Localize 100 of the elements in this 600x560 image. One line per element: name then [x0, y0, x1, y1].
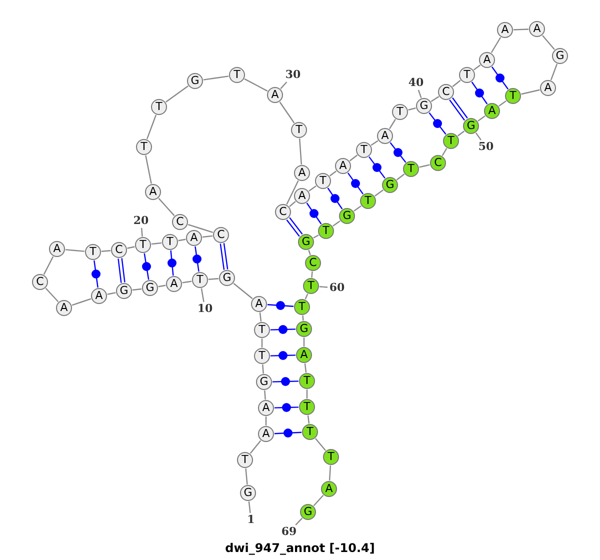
- backbone-line: [304, 363, 307, 373]
- base-pair-line: [272, 380, 299, 382]
- backbone-line: [188, 224, 214, 233]
- backbone-line: [498, 100, 506, 107]
- base-pair-line: [347, 172, 364, 194]
- nucleotide-circle: T: [505, 88, 521, 104]
- backbone-line: [286, 180, 299, 205]
- base-pair-line: [286, 217, 303, 237]
- backbone-line: [457, 130, 465, 136]
- backbone-line: [158, 284, 166, 288]
- nucleotide-circle: T: [356, 142, 372, 158]
- nucleotide-circle: G: [416, 98, 432, 114]
- backbone-line: [304, 294, 308, 300]
- nucleotide-circle: A: [497, 22, 513, 38]
- nucleotide-circle: A: [258, 400, 274, 416]
- nucleotide-circle: G: [142, 280, 158, 296]
- backbone-line: [521, 89, 540, 95]
- nucleotide-circle: C: [213, 227, 229, 243]
- caption: dwi_947_annot [-10.4]: [225, 541, 375, 555]
- nucleotide-circle: G: [219, 270, 235, 286]
- nucleotide-circle: C: [32, 274, 48, 290]
- nucleotide-circle: T: [294, 299, 310, 315]
- base-pair-line: [270, 354, 296, 356]
- nucleotide-circle: T: [151, 99, 167, 115]
- nucleotide-circle: G: [116, 283, 132, 299]
- backbone-line: [374, 190, 384, 196]
- backbone-line: [311, 271, 313, 278]
- backbone-line: [65, 249, 85, 252]
- nucleotide-circle: A: [479, 52, 495, 68]
- backbone-line: [408, 107, 416, 111]
- backbone-line: [151, 242, 162, 245]
- nucleotide-circle: G: [300, 504, 316, 520]
- base-pair-line: [194, 246, 200, 272]
- nucleotide-circle: G: [339, 208, 355, 224]
- nucleotide-circle: A: [296, 347, 312, 363]
- nucleotide-circle: A: [251, 296, 267, 312]
- backbone-line: [452, 80, 461, 88]
- nucleotide-circle: A: [484, 103, 500, 119]
- backbone-line: [182, 280, 192, 284]
- backbone-line: [315, 438, 326, 451]
- base-pair-line: [267, 304, 294, 307]
- backbone-line: [299, 138, 302, 165]
- position-number: 69: [281, 526, 297, 538]
- backbone-line: [45, 288, 59, 302]
- backbone-line: [250, 440, 262, 454]
- backbone-line: [43, 256, 54, 275]
- nucleotide-circle: A: [49, 241, 65, 257]
- nucleotide-circle: A: [335, 158, 351, 174]
- base-pair-line: [274, 406, 299, 408]
- leader-line: [248, 501, 251, 514]
- nucleotide-circle: G: [240, 485, 256, 501]
- backbone-line: [166, 85, 188, 103]
- base-pair-line: [448, 97, 468, 121]
- base-pair-line: [390, 142, 406, 163]
- backbone-line: [245, 468, 248, 485]
- backbone-line: [430, 96, 440, 102]
- backbone-line: [302, 315, 304, 321]
- nucleotide-circle: T: [303, 278, 319, 294]
- nucleotide-circle: C: [275, 204, 291, 220]
- nucleotide-circle: C: [111, 242, 127, 258]
- nucleotide-circle: A: [258, 426, 274, 442]
- base-pair-line: [220, 242, 228, 270]
- nucleotide-circle: C: [438, 84, 454, 100]
- nucleotide-circle: G: [298, 234, 314, 250]
- nucleotide-circle: T: [318, 223, 334, 239]
- leader-line: [200, 288, 204, 302]
- nucleotide-circle: T: [85, 244, 101, 260]
- base-pair-line: [270, 328, 296, 330]
- nucleotide-circle: C: [172, 214, 188, 230]
- base-pair-line: [274, 432, 302, 434]
- backbone-line: [107, 292, 116, 295]
- nucleotide-circle: G: [296, 321, 312, 337]
- base-pair-line: [327, 188, 343, 210]
- backbone-line: [307, 415, 310, 424]
- backbone-line: [132, 288, 142, 291]
- nucleotide-circle: A: [145, 184, 161, 200]
- backbone-line: [308, 185, 316, 192]
- nucleotide-circle: T: [360, 193, 376, 209]
- leader-line: [295, 518, 303, 526]
- nucleotide-circle: T: [254, 322, 270, 338]
- backbone-line: [72, 298, 92, 306]
- nucleotide-circle: T: [135, 237, 151, 253]
- backbone-line: [158, 198, 175, 216]
- backbone-line: [329, 170, 337, 176]
- nucleotide-circle: T: [192, 272, 208, 288]
- nucleotide-circle: A: [540, 80, 556, 96]
- nucleotide-circle: T: [302, 424, 318, 440]
- backbone-line: [354, 205, 362, 212]
- backbone-line: [328, 465, 332, 481]
- backbone-line: [264, 390, 266, 400]
- leader-line: [280, 82, 288, 90]
- nucleotide-circle: C: [430, 155, 446, 171]
- base-pair-line: [368, 156, 386, 179]
- position-number: 50: [478, 141, 494, 153]
- nucleotide-circle: A: [166, 276, 182, 292]
- base-pair-line: [491, 66, 509, 90]
- position-number: 20: [133, 215, 149, 227]
- nucleotide-circle: T: [323, 449, 339, 465]
- backbone-line: [233, 282, 253, 300]
- position-number: 60: [329, 282, 345, 294]
